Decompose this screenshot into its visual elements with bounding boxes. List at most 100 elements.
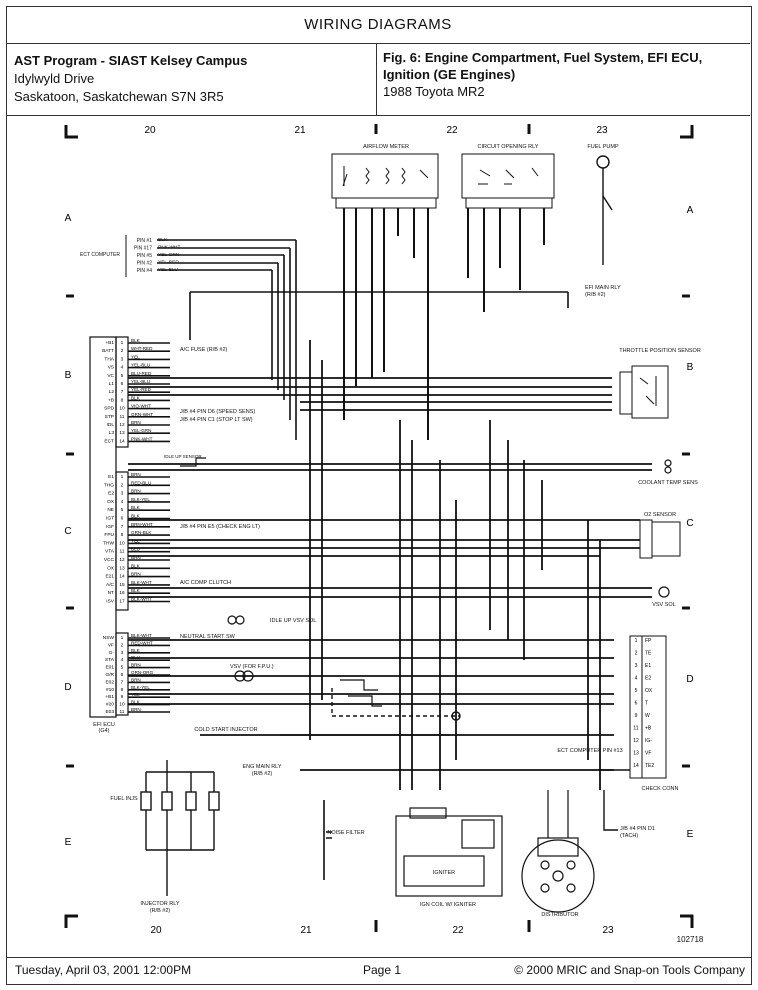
ect-pin-color: YEL-RED bbox=[158, 260, 179, 266]
figure-block: Fig. 6: Engine Compartment, Fuel System,… bbox=[383, 49, 743, 100]
ecu-wire-color: GRN-ORG bbox=[131, 670, 154, 675]
ecu-terminal-name: VCC bbox=[104, 557, 115, 563]
ecu-terminal-name: L2 bbox=[109, 389, 115, 395]
relay-wires bbox=[467, 208, 545, 312]
ecu-terminal-name: +B1 bbox=[105, 340, 114, 346]
ecu-wire-color: YEL bbox=[131, 354, 140, 359]
ect-pin-number: PIN #1 bbox=[137, 238, 153, 244]
check-pin-number: 4 bbox=[635, 676, 638, 682]
grid-row-label-left: A bbox=[65, 213, 72, 224]
efi-ecu-label: EFI ECU bbox=[93, 722, 115, 728]
ecu-terminal-name: ISV bbox=[106, 599, 115, 605]
ecu-terminal-name: +B bbox=[108, 397, 114, 403]
check-pin-label: OX bbox=[645, 688, 653, 694]
jb4-spd-note: J/B #4 PIN D6 (SPEED SENS) bbox=[180, 409, 255, 415]
ecu-terminal-name: IDL bbox=[107, 422, 115, 428]
grid-row-label-left: D bbox=[64, 682, 71, 693]
ecu-wire-color: WHT-RED bbox=[131, 346, 153, 351]
ecu-terminal-name: G/R bbox=[105, 672, 114, 678]
ecu-terminal-number: 4 bbox=[121, 499, 124, 505]
part-number: 102718 bbox=[677, 935, 704, 944]
ecu-terminal-number: 8 bbox=[121, 687, 124, 693]
ecu-wire-color: BRN bbox=[131, 555, 141, 560]
ecu-terminal-number: 8 bbox=[121, 532, 124, 538]
eng-main-rly-label: ENG MAIN RLY bbox=[242, 764, 281, 770]
ecu-terminal-number: 6 bbox=[121, 516, 124, 522]
vsv-fpu-label: VSV (FOR F.P.U.) bbox=[230, 664, 274, 670]
grid-row-label-left: C bbox=[64, 526, 71, 537]
ecu-terminal-number: 4 bbox=[121, 365, 124, 371]
ecu-wire-color: BLK bbox=[131, 648, 141, 653]
ecu-terminal-number: 5 bbox=[121, 373, 124, 379]
ecu-terminal-number: 5 bbox=[121, 507, 124, 513]
vehicle-name: 1988 Toyota MR2 bbox=[383, 84, 485, 99]
grid-column-label-top: 22 bbox=[446, 125, 458, 136]
neutral-start-label: NEUTRAL START SW bbox=[180, 634, 236, 640]
ecu-terminal-number: 3 bbox=[121, 356, 124, 362]
ecu-wire-color: VIO-WHT bbox=[131, 404, 151, 409]
ecu-terminal-number: 9 bbox=[121, 694, 124, 700]
org-block: AST Program - SIAST Kelsey Campus Idylwy… bbox=[14, 52, 374, 106]
grid-column-label-bottom: 22 bbox=[452, 925, 464, 936]
ecu-wire-color: BRN bbox=[131, 572, 141, 577]
ecu-terminal-name: THW bbox=[103, 540, 114, 546]
ecu-wire-color: BLK bbox=[131, 563, 141, 568]
ecu-terminal-number: 11 bbox=[120, 709, 125, 715]
fuel-injectors bbox=[140, 760, 220, 896]
ecu-terminal-number: 10 bbox=[119, 702, 125, 708]
ecu-terminal-number: 15 bbox=[119, 582, 125, 588]
grid-row-label-left: E bbox=[65, 837, 72, 848]
ecu-wire-color: GRN-BLK bbox=[131, 530, 152, 535]
efi-ecu-body bbox=[89, 336, 129, 718]
ecu-terminal-name: OX bbox=[107, 499, 115, 505]
distributor bbox=[521, 790, 595, 913]
ecu-terminal-name: E1 bbox=[108, 474, 114, 480]
ecu-wire-color: PNK-WHT bbox=[131, 436, 153, 441]
check-pin-number: 3 bbox=[635, 663, 638, 669]
fuel-pump-label: FUEL PUMP bbox=[587, 144, 619, 150]
ign-coil-label: IGN COIL W/ IGNITER bbox=[420, 902, 476, 908]
ecu-terminal-number: 6 bbox=[121, 381, 124, 387]
ecu-terminal-number: 8 bbox=[121, 397, 124, 403]
header-divider bbox=[376, 43, 377, 115]
ecu-terminal-number: 10 bbox=[119, 406, 125, 412]
ect-pin-number: PIN #17 bbox=[134, 246, 152, 252]
efi-main-rly-ref: (R/B #2) bbox=[585, 292, 606, 298]
efi-ecu-ref: (G4) bbox=[99, 728, 110, 734]
fuel-pump bbox=[596, 155, 613, 265]
ecu-wire-color: BLU-RED bbox=[131, 371, 152, 376]
jb4-stp-note: J/B #4 PIN C1 (STOP LT SW) bbox=[180, 417, 253, 423]
ecu-wire-color: BLU bbox=[131, 547, 140, 552]
ect-pin13-label: ECT COMPUTER PIN #13 bbox=[557, 748, 622, 754]
ecu-terminal-name: VTA bbox=[105, 549, 115, 555]
check-pin-number: 1 bbox=[635, 638, 638, 644]
ecu-terminal-name: NT bbox=[108, 590, 114, 596]
ecu-terminal-number: 1 bbox=[121, 340, 124, 346]
jb4-check-note: J/B #4 PIN E5 (CHECK ENG LT) bbox=[180, 524, 260, 530]
ecu-wire-color: RED-WHT bbox=[131, 640, 153, 645]
ecu-terminal-number: 2 bbox=[121, 348, 124, 354]
figure-title-line1: Fig. 6: Engine Compartment, Fuel System,… bbox=[383, 50, 703, 65]
check-pin-label: TE bbox=[645, 651, 652, 657]
header-rule bbox=[6, 115, 750, 116]
ecu-wire-color: BLK-WHT bbox=[131, 597, 152, 602]
check-pin-number: 13 bbox=[633, 751, 639, 757]
ecu-wire-color: BLK bbox=[131, 514, 141, 519]
ecu-wire-color: BLK-WHT bbox=[131, 580, 152, 585]
ecu-terminal-number: 14 bbox=[119, 574, 125, 580]
ecu-wire-color: BLK-WHT bbox=[131, 633, 152, 638]
ecu-terminal-name: VF bbox=[108, 642, 114, 648]
ecu-wire-color: BRN bbox=[131, 489, 141, 494]
ecu-terminal-number: 14 bbox=[119, 438, 125, 444]
ecu-terminal-name: E2 bbox=[108, 491, 114, 497]
ecu-wire-color: YEL-RED bbox=[131, 387, 152, 392]
ect-pin-number: PIN #4 bbox=[137, 268, 153, 274]
injector-rly-label: INJECTOR RLY bbox=[140, 901, 180, 907]
check-pin-label: IG- bbox=[645, 738, 652, 744]
ac-comp-label: A/C COMP CLUTCH bbox=[180, 580, 231, 586]
ecu-terminal-number: 3 bbox=[121, 650, 124, 656]
ecu-terminal-number: 6 bbox=[121, 672, 124, 678]
